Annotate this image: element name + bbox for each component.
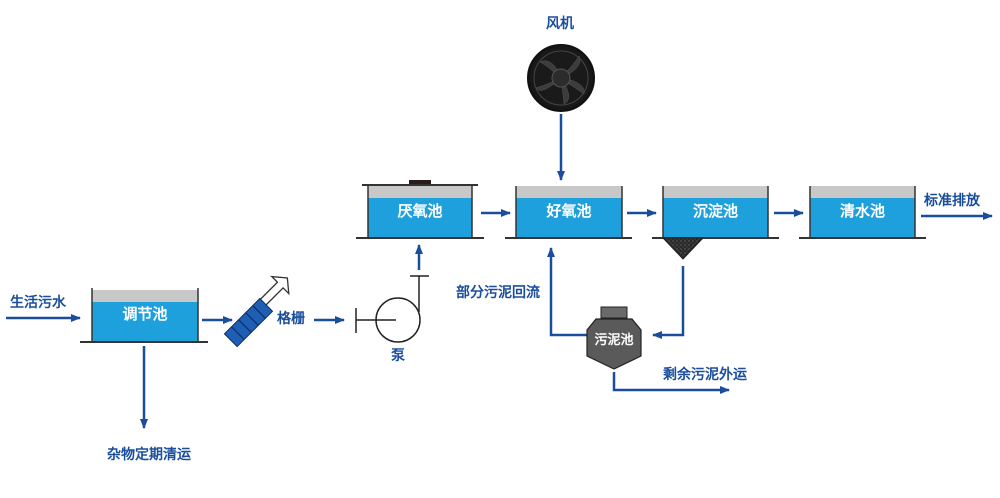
clear-tank-label: 清水池 <box>839 202 885 220</box>
sludge-out-arrow <box>612 372 730 394</box>
sludge-return-arrow <box>547 247 587 337</box>
grille-label: 格栅 <box>277 311 305 327</box>
fan-icon <box>527 44 595 112</box>
adjust-tank <box>80 288 208 343</box>
settling-tank <box>652 186 779 260</box>
pump-icon <box>355 275 429 343</box>
influent-label: 生活污水 <box>10 295 66 311</box>
arrow-settling-to-sludge-tank <box>652 266 685 339</box>
sludge-tank-icon <box>586 306 642 370</box>
aerobic-tank-label: 好氧池 <box>546 202 592 220</box>
pump-label: 泵 <box>391 348 405 364</box>
fan-label: 风机 <box>546 16 574 32</box>
aerobic-tank <box>505 186 632 239</box>
sludge-return-label: 部分污泥回流 <box>456 285 540 301</box>
sludge-out-label: 剩余污泥外运 <box>663 367 747 383</box>
adjust-tank-label: 调节池 <box>122 305 168 323</box>
debris-label: 杂物定期清运 <box>107 447 191 463</box>
clear-tank <box>799 186 926 239</box>
sludge-tank-label: 污泥池 <box>594 333 634 348</box>
settling-tank-label: 沉淀池 <box>692 202 738 220</box>
discharge-label: 标准排放 <box>924 193 980 209</box>
grille-icon <box>223 275 290 348</box>
anaerobic-tank <box>356 180 484 239</box>
sludge-hopper <box>661 237 705 260</box>
anaerobic-tank-label: 厌氧池 <box>397 202 443 220</box>
